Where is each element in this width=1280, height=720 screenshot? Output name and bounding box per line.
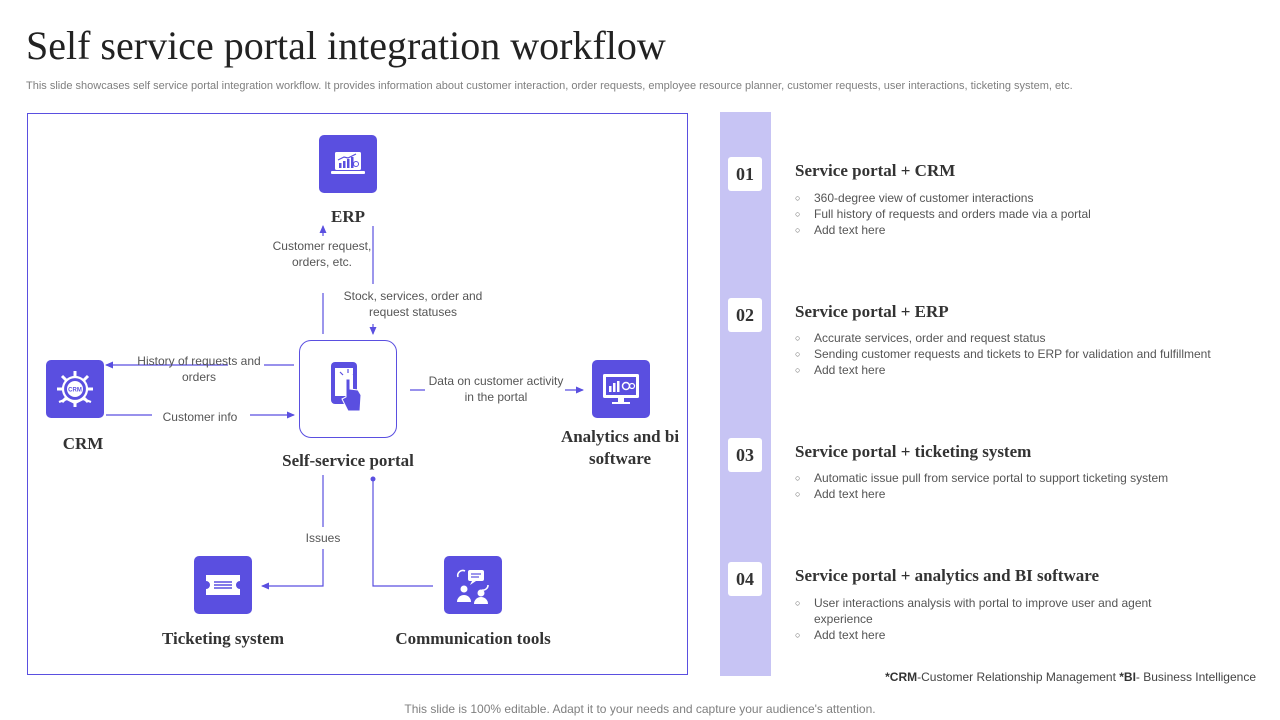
list-item: Sending customer requests and tickets to… [795, 346, 1215, 362]
abbreviation-footnote: *CRM-Customer Relationship Management *B… [885, 670, 1256, 684]
people-chat-icon [453, 565, 493, 605]
list-item: 360-degree view of customer interactions [795, 190, 1215, 206]
mobile-touch-icon [328, 359, 368, 419]
ticketing-node-icon-box [194, 556, 252, 614]
step-title-02: Service portal + ERP [795, 302, 949, 321]
footnote-bi-abbr: *BI [1119, 670, 1136, 684]
flow-issues-label: Issues [305, 531, 341, 545]
flow-stock-services-label: Stock, services, order and request statu… [343, 289, 483, 319]
list-item: Add text here [795, 486, 1215, 502]
crm-gear-handshake-icon: CRM [54, 368, 96, 410]
analytics-node-icon-box [592, 360, 650, 418]
list-item: Add text here [795, 362, 1215, 378]
communication-to-portal-connector [372, 480, 433, 587]
step-title-01: Service portal + CRM [795, 161, 956, 180]
footnote-crm-abbr: *CRM [885, 670, 918, 684]
list-item: Add text here [795, 222, 1215, 238]
crm-label: CRM [62, 434, 104, 453]
step-title-03: Service portal + ticketing system [795, 442, 1032, 461]
communication-junction-dot [370, 476, 376, 482]
ticketing-label: Ticketing system [162, 629, 284, 648]
crm-node-icon-box: CRM [46, 360, 104, 418]
flow-customer-request-label: Customer request, orders, etc. [272, 239, 372, 269]
analytics-label: Analytics and bi software [560, 427, 680, 468]
communication-label: Communication tools [395, 629, 551, 648]
flow-customer-info-label: Customer info [162, 410, 238, 424]
flow-data-activity-label: Data on customer activity in the portal [428, 374, 564, 404]
monitor-dashboard-icon [601, 371, 641, 407]
step-number-01: 01 [728, 157, 762, 191]
step-number-04: 04 [728, 562, 762, 596]
page-title: Self service portal integration workflow [26, 23, 666, 68]
step-title-04: Service portal + analytics and BI softwa… [795, 566, 1100, 585]
crm-badge-text: CRM [68, 388, 82, 394]
step-number-03: 03 [728, 438, 762, 472]
editable-note: This slide is 100% editable. Adapt it to… [404, 702, 876, 716]
communication-node-icon-box [444, 556, 502, 614]
list-item: Full history of requests and orders made… [795, 206, 1215, 222]
footnote-crm-text: -Customer Relationship Management [917, 670, 1120, 684]
footnote-bi-text: - Business Intelligence [1135, 670, 1256, 684]
step-number-02: 02 [728, 298, 762, 332]
ticket-icon [204, 573, 242, 597]
erp-label: ERP [331, 207, 365, 226]
list-item: User interactions analysis with portal t… [795, 595, 1165, 627]
laptop-chart-icon [329, 149, 367, 179]
page-subtitle: This slide showcases self service portal… [26, 80, 1073, 92]
step-bullets-01: 360-degree view of customer interactions… [795, 190, 1215, 238]
list-item: Automatic issue pull from service portal… [795, 470, 1215, 486]
step-bullets-02: Accurate services, order and request sta… [795, 330, 1215, 378]
workflow-diagram-panel [27, 113, 688, 675]
step-bullets-04: User interactions analysis with portal t… [795, 595, 1165, 643]
list-item: Accurate services, order and request sta… [795, 330, 1215, 346]
erp-node-icon-box [319, 135, 377, 193]
portal-label: Self-service portal [282, 451, 414, 470]
flow-history-label: History of requests and orders [137, 354, 261, 384]
portal-node-box [299, 340, 397, 438]
list-item: Add text here [795, 627, 1165, 643]
portal-to-ticketing-arrow [261, 549, 324, 590]
step-bullets-03: Automatic issue pull from service portal… [795, 470, 1215, 502]
